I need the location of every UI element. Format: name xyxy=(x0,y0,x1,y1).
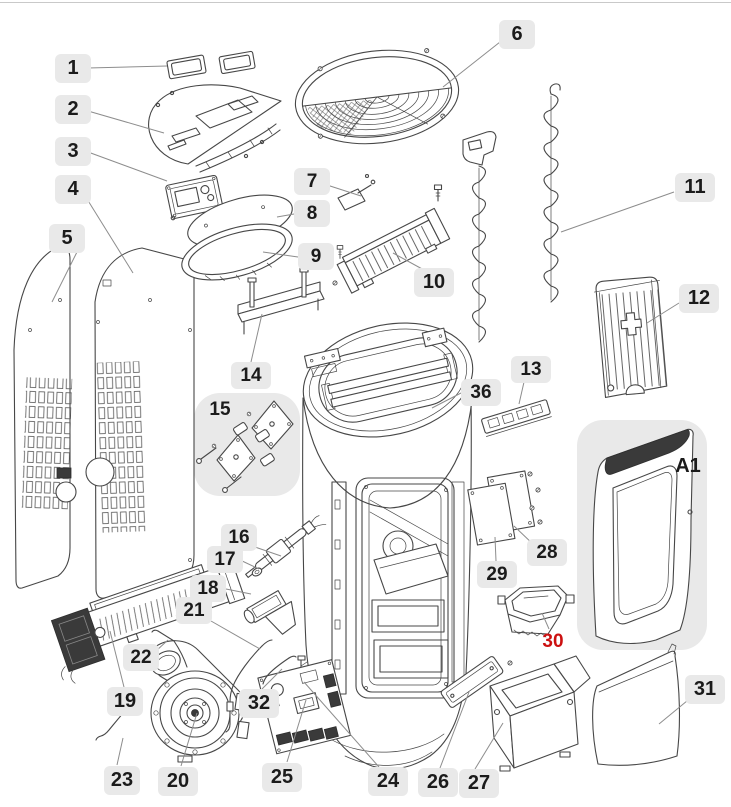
part-label-3[interactable]: 3 xyxy=(55,137,91,166)
part-label-30-highlighted[interactable]: 30 xyxy=(542,630,564,652)
part-label-20[interactable]: 20 xyxy=(158,767,198,796)
part-label-17[interactable]: 17 xyxy=(207,546,243,573)
part-label-15[interactable]: 15 xyxy=(209,398,231,420)
part-4-side-panel-right xyxy=(85,247,195,599)
part-17-spacer-ring xyxy=(251,567,263,577)
part-13-slotted-bracket xyxy=(481,399,552,437)
part-label-23[interactable]: 23 xyxy=(104,766,140,795)
part-label-32[interactable]: 32 xyxy=(239,689,279,718)
part-3-control-board xyxy=(165,174,224,220)
part-31-base-panel xyxy=(592,643,680,766)
part-6-top-grille xyxy=(294,47,460,145)
part-5-side-panel-left xyxy=(13,245,77,589)
part-2-top-cover xyxy=(148,84,282,173)
part-label-25[interactable]: 25 xyxy=(262,763,302,792)
part-label-a1[interactable]: A1 xyxy=(675,455,701,477)
part-32-rod xyxy=(262,655,297,685)
part-label-21[interactable]: 21 xyxy=(176,597,212,624)
part-12-back-panel xyxy=(593,276,668,399)
part-30-burn-pot xyxy=(497,585,575,638)
part-label-14[interactable]: 14 xyxy=(231,362,271,389)
part-a1-door-assembly xyxy=(592,428,694,645)
part-label-13[interactable]: 13 xyxy=(511,356,551,383)
part-21-rod xyxy=(225,639,273,733)
part-label-4[interactable]: 4 xyxy=(55,175,91,204)
part-label-11[interactable]: 11 xyxy=(675,173,715,202)
part-label-28[interactable]: 28 xyxy=(527,539,567,566)
part-label-8[interactable]: 8 xyxy=(294,200,330,227)
part-23-rod xyxy=(95,704,131,741)
part-label-24[interactable]: 24 xyxy=(368,767,408,796)
part-label-2[interactable]: 2 xyxy=(55,95,91,124)
part-label-31[interactable]: 31 xyxy=(685,675,725,704)
part-label-26[interactable]: 26 xyxy=(418,768,458,797)
part-label-36[interactable]: 36 xyxy=(461,379,501,406)
part-label-22[interactable]: 22 xyxy=(123,644,159,671)
part-20-exhaust-blower xyxy=(148,640,250,763)
part-label-12[interactable]: 12 xyxy=(679,284,719,313)
part-15-hardware-kit xyxy=(196,400,294,493)
part-label-27[interactable]: 27 xyxy=(459,769,499,798)
part-label-1[interactable]: 1 xyxy=(55,54,91,83)
part-29-inspection-plate xyxy=(467,482,516,546)
part-label-5[interactable]: 5 xyxy=(49,224,85,253)
part-7-sensor-bracket xyxy=(337,173,376,211)
part-26-cover-plate xyxy=(440,656,513,708)
part-27-ash-drawer xyxy=(489,655,591,772)
part-label-10[interactable]: 10 xyxy=(414,268,454,297)
part-label-6[interactable]: 6 xyxy=(499,20,535,49)
part-label-7[interactable]: 7 xyxy=(294,168,330,195)
part-label-29[interactable]: 29 xyxy=(477,561,517,588)
part-9-lid-gasket xyxy=(181,223,293,281)
part-11-augers xyxy=(462,83,561,343)
part-22-rod xyxy=(151,629,188,668)
part-1-caps xyxy=(166,50,256,80)
part-16-igniter xyxy=(245,515,327,578)
part-label-9[interactable]: 9 xyxy=(298,243,334,270)
part-14-support-bracket xyxy=(237,267,338,335)
part-18-igniter-bracket xyxy=(243,590,296,635)
top-divider xyxy=(0,2,731,3)
part-label-19[interactable]: 19 xyxy=(107,687,143,716)
